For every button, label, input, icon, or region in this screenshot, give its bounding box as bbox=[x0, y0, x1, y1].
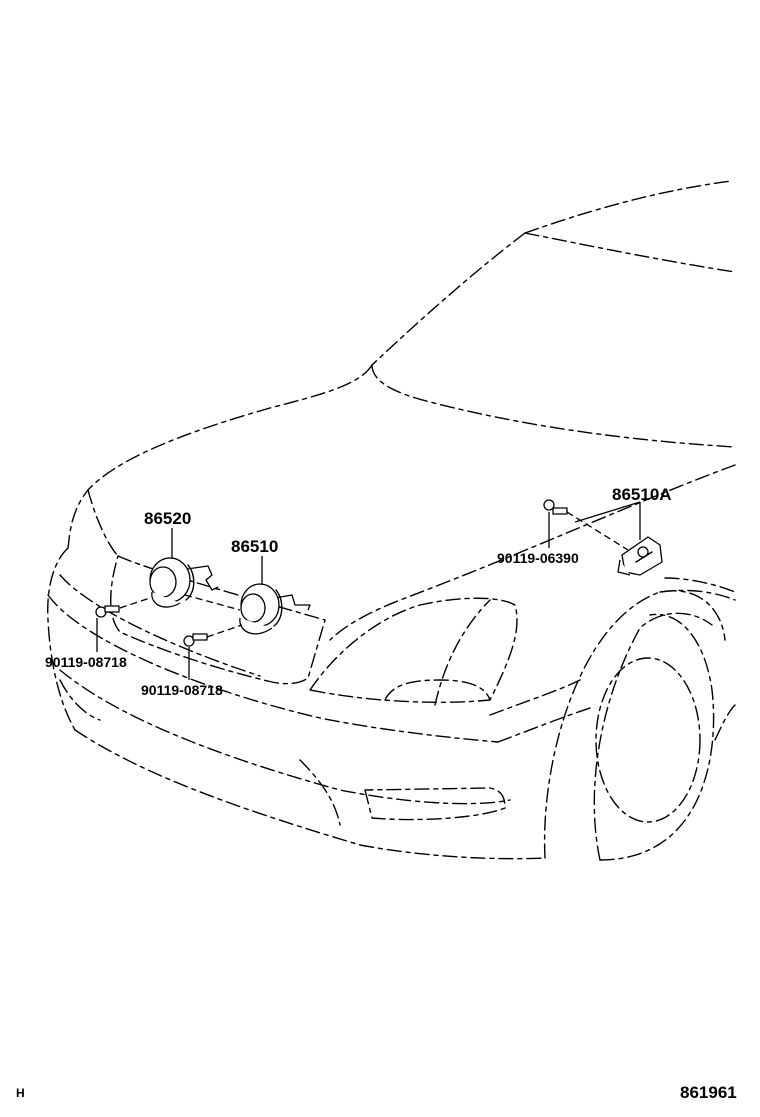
fender-top bbox=[489, 679, 581, 716]
bracket-86510A-detail bbox=[635, 551, 653, 563]
bolt-bracket-head bbox=[543, 499, 555, 511]
fog-light bbox=[364, 787, 506, 821]
wheel-arch bbox=[543, 590, 726, 859]
horn-86510-face bbox=[240, 593, 266, 623]
horn-86520-bracket bbox=[179, 565, 219, 591]
bumper-vent bbox=[299, 759, 341, 826]
windshield-upper-edge bbox=[524, 180, 733, 234]
bolt-center-shank bbox=[192, 633, 208, 641]
diagram-number: 861961 bbox=[680, 1083, 737, 1102]
wheel-outer bbox=[599, 613, 715, 861]
label-90119-08718-center: 90119-08718 bbox=[141, 682, 223, 698]
horn-86520-rim bbox=[185, 564, 195, 601]
leader-86510A-cross bbox=[574, 501, 641, 523]
assembly-line-center bbox=[206, 624, 243, 638]
headlight-inner bbox=[384, 679, 491, 701]
bumper-upper-line-2 bbox=[59, 574, 261, 677]
car-outline bbox=[47, 180, 736, 861]
bumper-upper-line bbox=[47, 594, 499, 743]
bumper-corner bbox=[59, 679, 101, 721]
label-90119-06390: 90119-06390 bbox=[497, 550, 579, 566]
label-86520: 86520 bbox=[144, 509, 191, 528]
horn-86520-face bbox=[149, 566, 177, 598]
fender-edge bbox=[659, 589, 736, 601]
headlight-divider bbox=[434, 599, 491, 706]
hood-crease bbox=[371, 364, 736, 448]
horn-86510-spiral bbox=[239, 617, 273, 635]
headlight-outline bbox=[309, 597, 518, 704]
label-86510A: 86510A bbox=[612, 485, 672, 504]
bumper-lower-line bbox=[74, 729, 546, 860]
bolt-bracket-90119-06390 bbox=[543, 499, 568, 515]
grille-surround bbox=[110, 555, 326, 685]
bracket-86510A-tab bbox=[617, 559, 631, 576]
wheel-rim bbox=[595, 657, 701, 823]
bolt-center-90119-08718 bbox=[183, 633, 208, 647]
bracket-86510A bbox=[617, 536, 663, 576]
a-pillar bbox=[371, 232, 526, 366]
assembly-line-left bbox=[119, 597, 151, 609]
label-86510: 86510 bbox=[231, 537, 278, 556]
fender-right bbox=[664, 577, 736, 593]
footer-left-code: H bbox=[16, 1086, 25, 1100]
assembly-line-bracket bbox=[566, 511, 629, 551]
fender-line bbox=[497, 707, 591, 743]
side-line bbox=[714, 704, 736, 741]
horn-86510 bbox=[239, 583, 311, 635]
bolt-left-shank bbox=[104, 605, 120, 613]
label-90119-08718-left: 90119-08718 bbox=[45, 654, 127, 670]
bolt-left-90119-08718 bbox=[95, 605, 120, 618]
bolt-bracket-shank bbox=[552, 507, 568, 515]
hood-left-edge bbox=[67, 364, 373, 549]
bumper-left-side bbox=[47, 547, 76, 731]
wheel-arch-inner bbox=[593, 612, 713, 861]
hood-left-front bbox=[87, 489, 119, 557]
horn-86520 bbox=[149, 557, 219, 608]
horn-86510-rim bbox=[273, 589, 283, 627]
horn-86510-bracket bbox=[274, 594, 311, 611]
windshield-lower-edge bbox=[524, 232, 736, 273]
hood-front-edge bbox=[329, 464, 736, 641]
bolt-center-head bbox=[183, 635, 195, 647]
assembly-line-horns bbox=[184, 594, 241, 611]
horn-86520-spiral bbox=[151, 591, 181, 608]
